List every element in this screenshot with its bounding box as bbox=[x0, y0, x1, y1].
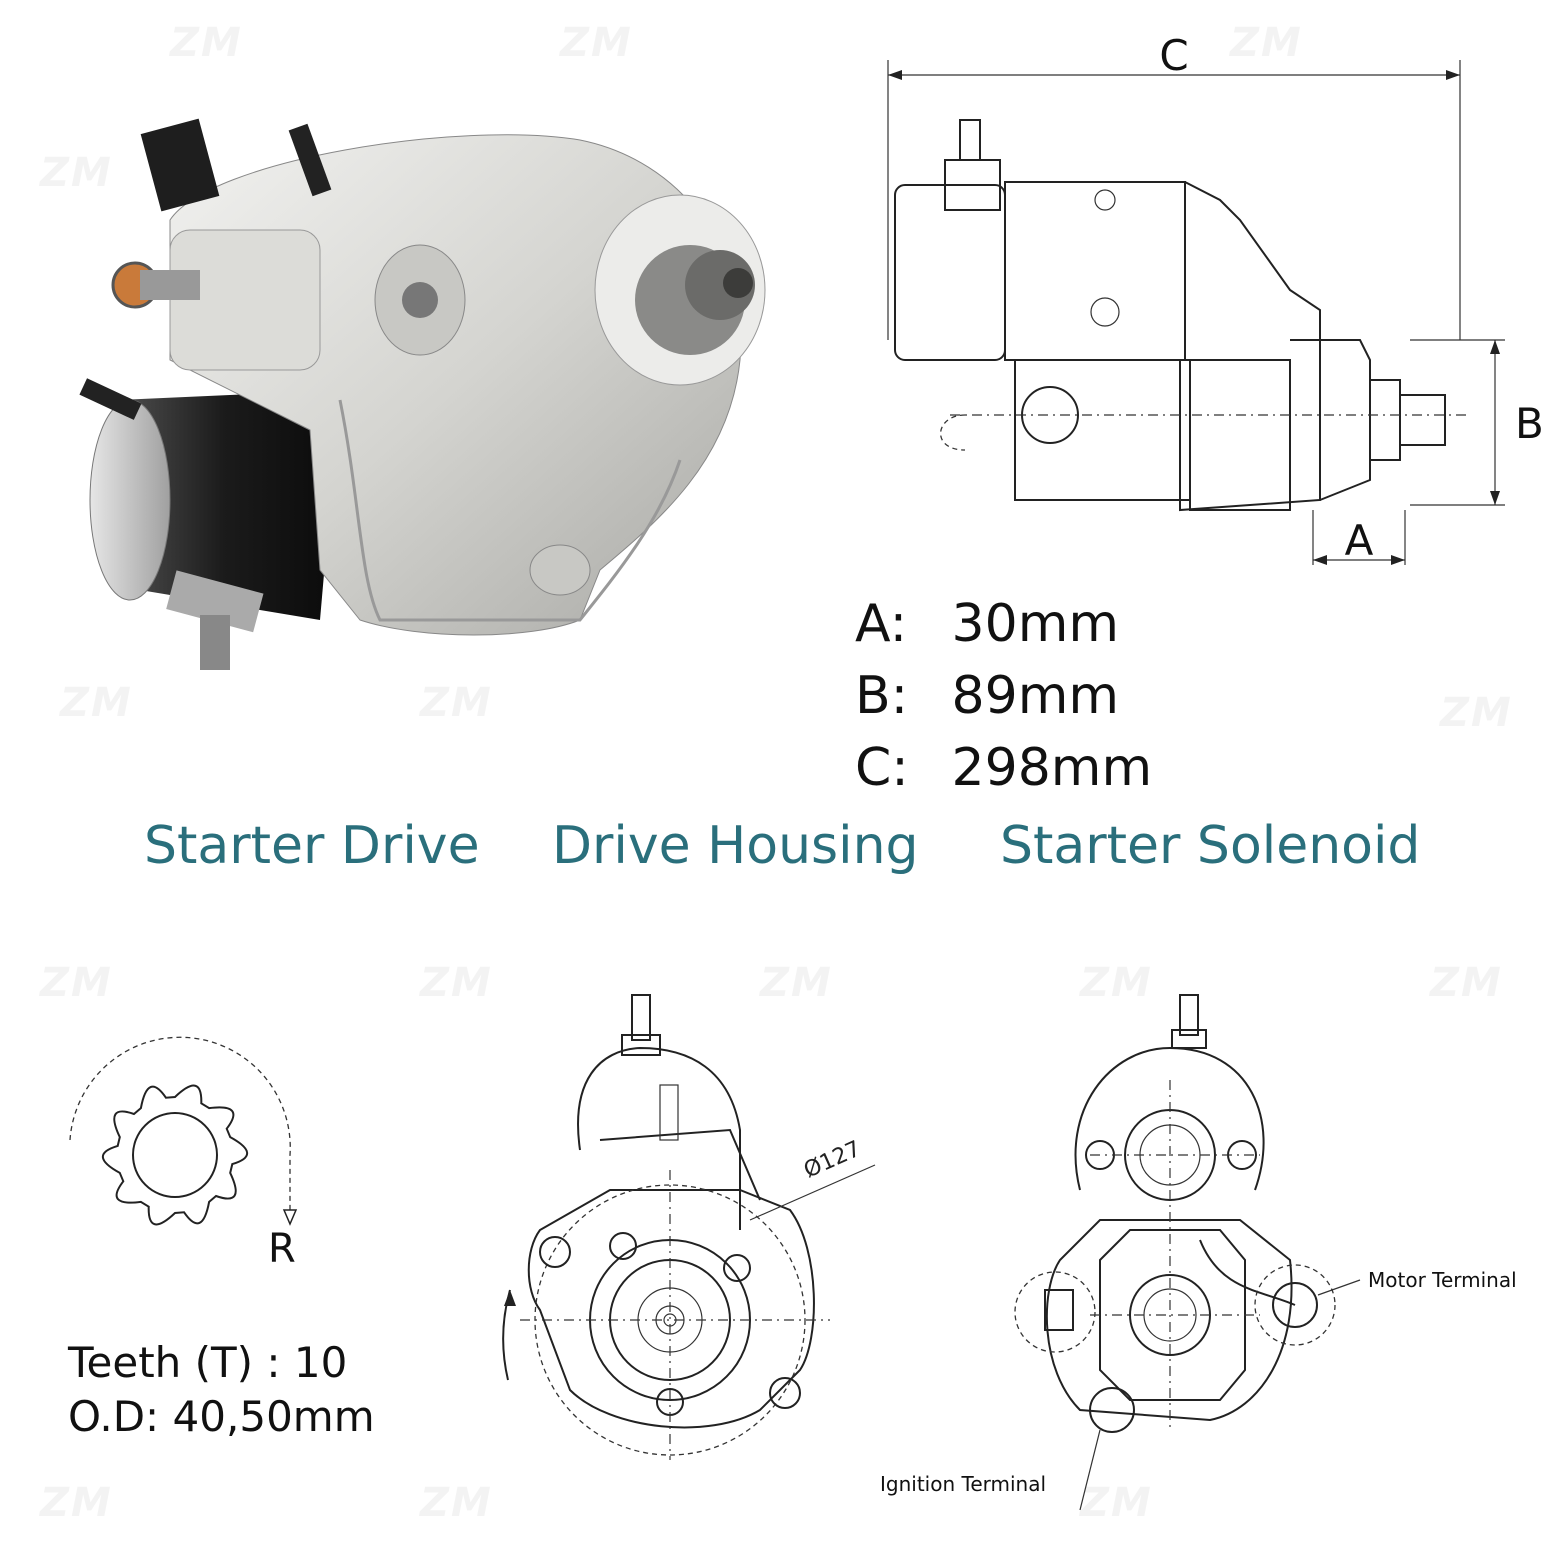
spec-key: C: bbox=[855, 738, 909, 798]
watermark: ZM bbox=[420, 1480, 493, 1526]
ignition-terminal-label: Ignition Terminal bbox=[880, 1472, 1047, 1496]
watermark: ZM bbox=[1080, 1480, 1153, 1526]
rear-view-drawing bbox=[1014, 994, 1361, 1511]
rotation-label: R bbox=[268, 1226, 296, 1272]
spec-row-c: C: 298mm bbox=[855, 738, 1152, 798]
watermark: ZM bbox=[420, 680, 493, 726]
spec-key: B: bbox=[855, 666, 909, 726]
watermark: ZM bbox=[40, 960, 113, 1006]
outer-diameter: O.D: 40,50mm bbox=[68, 1392, 375, 1441]
side-view-drawing: C B A bbox=[887, 31, 1544, 565]
spec-row-a: A: 30mm bbox=[855, 594, 1119, 654]
label-starter-solenoid: Starter Solenoid bbox=[1000, 816, 1421, 876]
label-starter-drive: Starter Drive bbox=[144, 816, 480, 876]
watermark: ZM bbox=[420, 960, 493, 1006]
dim-label-a: A bbox=[1345, 516, 1374, 565]
watermark: ZM bbox=[170, 20, 243, 66]
dim-label-b: B bbox=[1515, 399, 1544, 448]
watermark: ZM bbox=[1430, 960, 1503, 1006]
watermark: ZM bbox=[1440, 690, 1513, 736]
spec-value: 30mm bbox=[951, 594, 1120, 654]
spec-value: 298mm bbox=[951, 738, 1153, 798]
spec-row-b: B: 89mm bbox=[855, 666, 1119, 726]
pinion-gear-diagram bbox=[69, 1036, 298, 1226]
starter-motor-photo bbox=[79, 118, 766, 670]
spec-key: A: bbox=[855, 594, 908, 654]
label-drive-housing: Drive Housing bbox=[552, 816, 919, 876]
dim-label-c: C bbox=[1159, 31, 1188, 80]
diameter-label: Ø127 bbox=[800, 1137, 864, 1184]
watermark: ZM bbox=[560, 20, 633, 66]
watermark: ZM bbox=[60, 680, 133, 726]
watermark: ZM bbox=[40, 1480, 113, 1526]
motor-terminal-label: Motor Terminal bbox=[1368, 1268, 1517, 1292]
teeth-count: Teeth (T) : 10 bbox=[68, 1338, 348, 1387]
front-view-drawing: Ø127 bbox=[502, 994, 876, 1460]
spec-value: 89mm bbox=[951, 666, 1120, 726]
